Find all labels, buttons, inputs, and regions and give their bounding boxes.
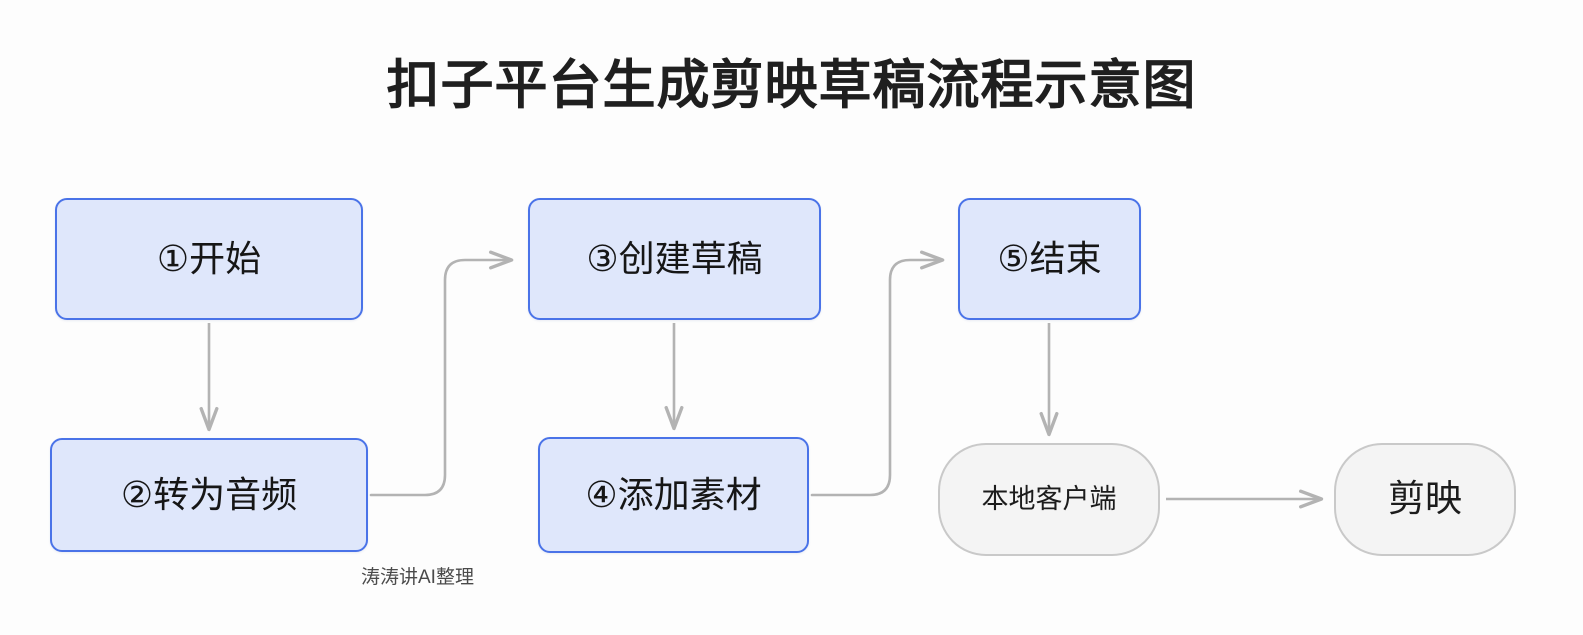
node-add-material[interactable]: ④添加素材: [538, 437, 809, 553]
node-create-draft[interactable]: ③创建草稿: [528, 198, 821, 320]
node-convert-audio[interactable]: ②转为音频: [50, 438, 368, 552]
node-end[interactable]: ⑤结束: [958, 198, 1141, 320]
watermark-text: 涛涛讲AI整理: [361, 567, 474, 588]
edge-convert-audio-to-create-draft: [369, 250, 514, 497]
page-title: 扣子平台生成剪映草稿流程示意图: [386, 56, 1197, 115]
node-local-client[interactable]: 本地客户端: [938, 443, 1160, 556]
edge-add-material-to-end: [810, 250, 945, 497]
node-jianying[interactable]: 剪映: [1334, 443, 1516, 556]
node-start[interactable]: ①开始: [55, 198, 363, 320]
